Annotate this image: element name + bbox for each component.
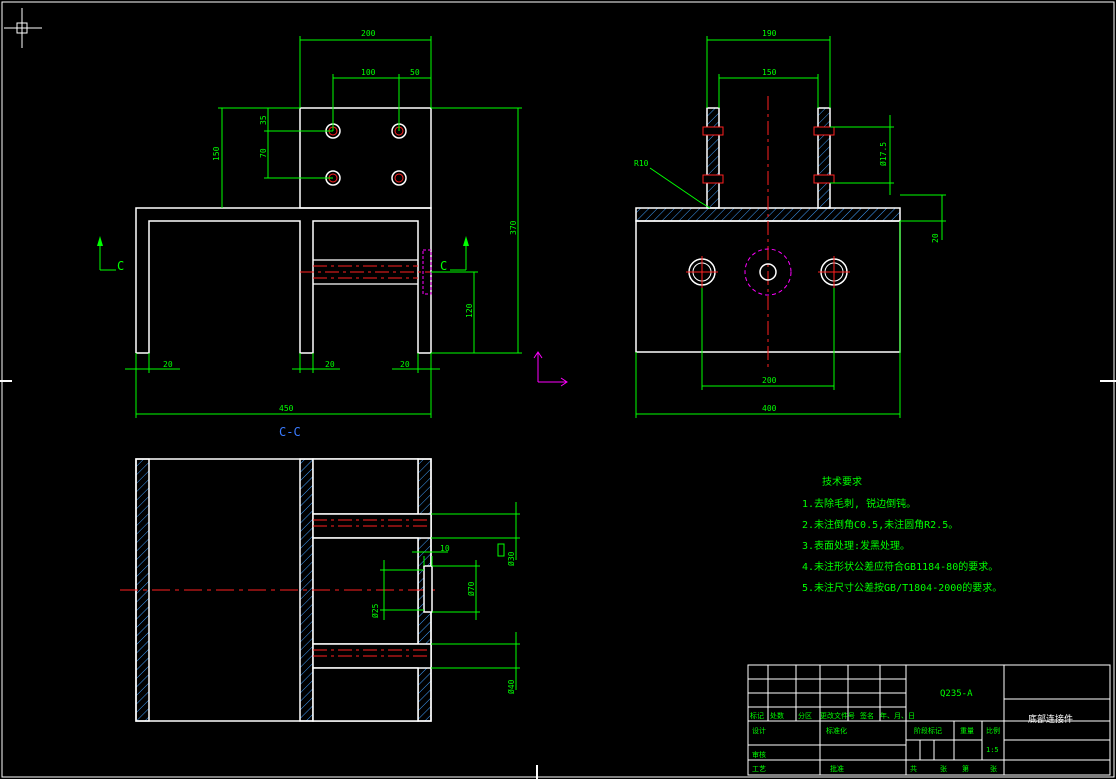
tb-label-date: 年、月、日 [880,711,915,720]
crosshair-cursor[interactable] [4,8,42,48]
dim-front-150: 150 [212,146,221,161]
tb-label-docno: 更改文件号 [820,711,855,720]
dim-front-450: 450 [279,404,294,413]
dim-front-70: 70 [259,148,268,158]
title-block [747,664,1111,776]
tech-item-1: 1.去除毛刺, 锐边倒钝。 [802,497,916,510]
dim-plan-70: Ø70 [466,581,476,596]
section-view-dimensions [380,502,520,690]
tech-item-4: 4.未注形状公差应符合GB1184-80的要求。 [802,560,998,573]
tb-sheet-unit: 张 [990,764,997,773]
tb-label-count: 处数 [770,711,784,720]
dim-front-20b: 20 [325,360,335,369]
tech-item-3: 3.表面处理:发黑处理。 [802,539,910,552]
tb-stage-mark: 阶段标记 [914,726,942,735]
bolt-hole-4 [391,170,407,186]
tb-part-name: 底部连接件 [1028,713,1073,725]
tb-design: 设计 [752,726,766,735]
dim-side-r10: R10 [634,159,649,168]
front-view-dimensions [125,36,522,418]
tb-weight: 重量 [960,727,974,735]
section-marker-right: C [440,236,469,273]
tb-sheets-total: 共 [910,764,917,773]
dim-plan-25: Ø25 [370,603,380,618]
side-view [635,96,901,370]
section-view [120,458,436,722]
tb-material: Q235-A [940,689,973,699]
tb-process: 工艺 [752,765,766,773]
dim-plan-40: Ø40 [506,679,516,694]
front-view [135,107,432,354]
tech-item-5: 5.未注尺寸公差按GB/T1804-2000的要求。 [802,581,1002,594]
section-marker-left: C [97,236,124,273]
dim-front-120: 120 [465,303,474,318]
tb-label-sign: 签名 [860,711,874,720]
tech-title: 技术要求 [822,475,862,488]
dim-front-20c: 20 [400,360,410,369]
tb-approve: 批准 [830,764,844,773]
dim-front-200: 200 [361,29,376,38]
dim-side-150: 150 [762,68,777,77]
tech-item-2: 2.未注倒角C0.5,未注圆角R2.5。 [802,518,958,531]
tb-sheet: 张 [940,764,947,773]
section-label-left: C [117,259,124,273]
dim-front-20a: 20 [163,360,173,369]
tech-requirements: 技术要求 1.去除毛刺, 锐边倒钝。 2.未注倒角C0.5,未注圆角R2.5。 … [802,475,1002,594]
side-view-dimensions [635,36,946,418]
dim-front-370: 370 [509,220,518,235]
tb-ratio: 比例 [986,726,1000,735]
dim-plan-10: 10 [440,544,450,553]
tb-sheet-no: 第 [962,764,969,773]
section-title: C-C [279,425,301,439]
tb-standard: 标准化 [826,726,847,735]
dim-side-190: 190 [762,29,777,38]
dim-side-200: 200 [762,376,777,385]
dim-side-400: 400 [762,404,777,413]
tb-label-zone: 分区 [798,711,812,720]
dim-front-100: 100 [361,68,376,77]
dim-plan-30: Ø30 [506,551,516,566]
dim-front-50: 50 [410,68,420,77]
ucs-icon [533,351,568,387]
dim-side-20: 20 [931,233,940,243]
tb-review: 审核 [752,750,766,759]
tb-scale: 1:5 [986,746,999,754]
tb-label-mark: 标记 [750,711,764,720]
dim-side-17-5: Ø17.5 [878,142,888,166]
dim-front-35: 35 [259,115,268,125]
section-label-right: C [440,259,447,273]
